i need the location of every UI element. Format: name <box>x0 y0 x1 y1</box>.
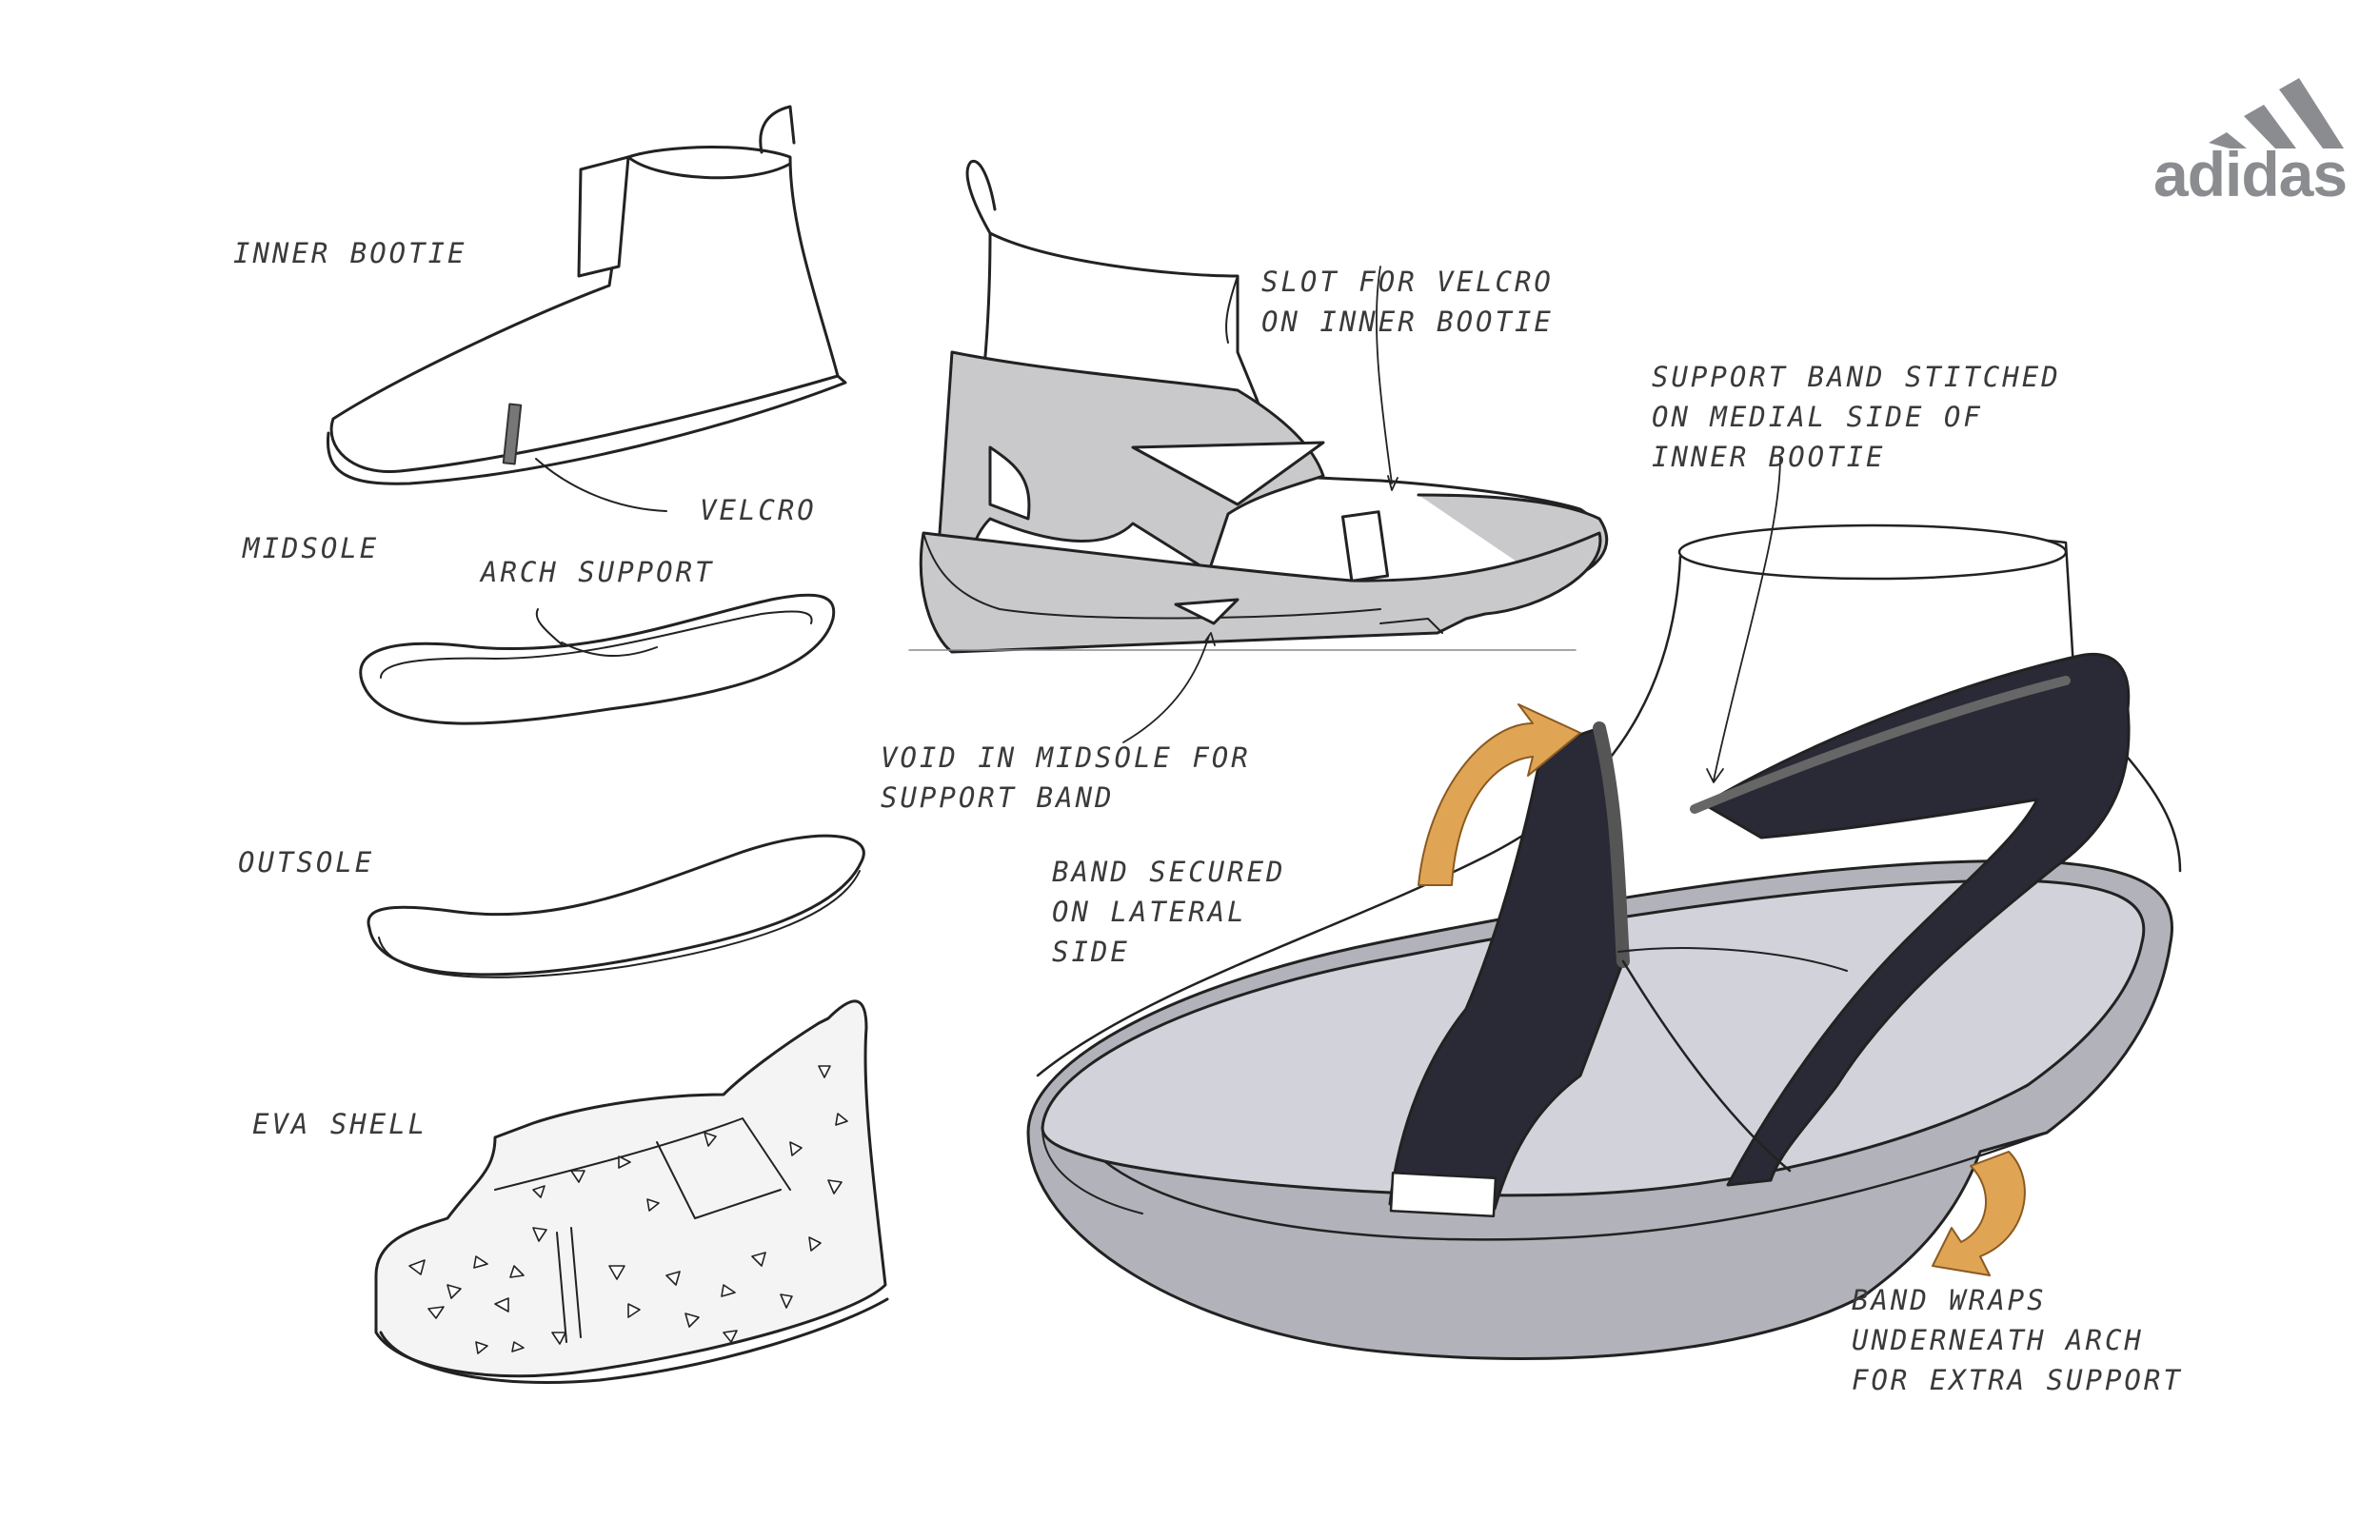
label-slot-for-velcro: SLOT FOR VELCRO ON INNER BOOTIE <box>1261 266 1554 339</box>
bottom-rotation-arrow <box>1932 1151 2026 1276</box>
outsole-drawing <box>367 834 865 978</box>
label-velcro: VELCRO <box>700 494 817 526</box>
label-outsole: OUTSOLE <box>238 846 375 879</box>
label-midsole: MIDSOLE <box>243 532 380 564</box>
eva-shell-drawing <box>374 999 889 1385</box>
label-band-wraps: BAND WRAPS UNDERNEATH ARCH FOR EXTRA SUP… <box>1852 1284 2183 1397</box>
top-rotation-arrow <box>1418 703 1581 886</box>
orange-rotation-arrows <box>1418 703 2026 1276</box>
label-inner-bootie: INNER BOOTIE <box>233 237 467 269</box>
side-view-shoe-drawing <box>908 159 1609 743</box>
three-quarter-sandal-drawing <box>1026 456 2182 1360</box>
three-stripes-icon <box>2209 78 2344 148</box>
label-eva-shell: EVA SHELL <box>252 1108 428 1140</box>
label-band-secured: BAND SECURED ON LATERAL SIDE <box>1052 856 1286 969</box>
label-void-in-midsole: VOID IN MIDSOLE FOR SUPPORT BAND <box>881 741 1251 815</box>
label-support-band-stitched: SUPPORT BAND STITCHED ON MEDIAL SIDE OF … <box>1652 361 2061 474</box>
midsole-drawing <box>359 593 836 725</box>
label-arch-support: ARCH SUPPORT <box>481 556 715 588</box>
brand-logo-text: adidas <box>2153 139 2348 209</box>
inner-bootie-drawing <box>326 105 847 512</box>
